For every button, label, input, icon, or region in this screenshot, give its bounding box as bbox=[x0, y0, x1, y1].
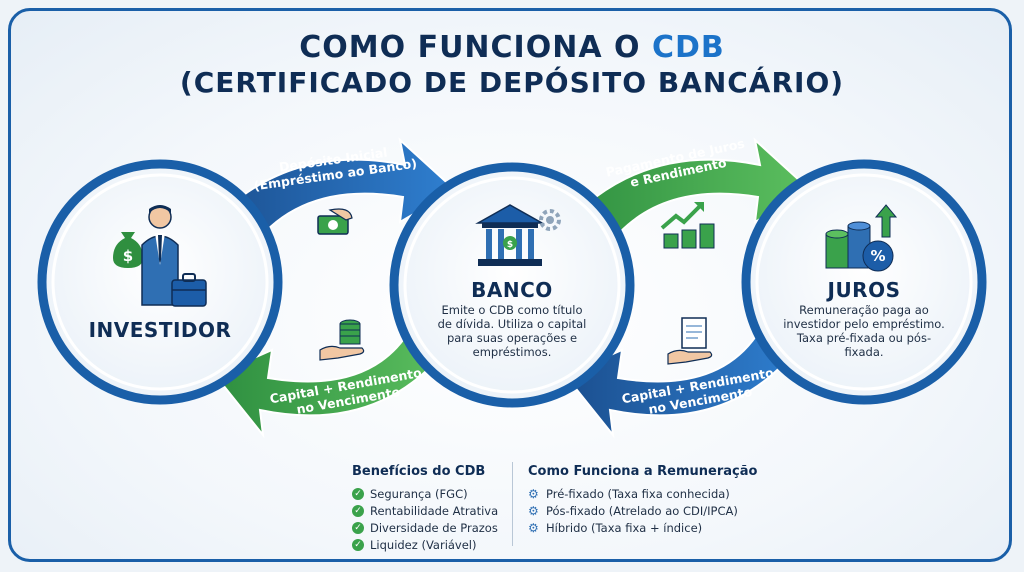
gear-icon: ⚙ bbox=[528, 503, 539, 518]
coin-stack-icon bbox=[319, 319, 365, 361]
check-icon: ✓ bbox=[352, 521, 364, 534]
svg-text:%: % bbox=[870, 247, 885, 265]
remuneracao-item: ⚙Pré-fixado (Taxa fixa conhecida) bbox=[528, 486, 730, 501]
juros-circle bbox=[741, 159, 987, 405]
gear-icon: ⚙ bbox=[528, 520, 539, 535]
arrow-deposito bbox=[203, 137, 457, 252]
remuneracao-item: ⚙Híbrido (Taxa fixa + índice) bbox=[528, 520, 703, 535]
banco-description: Emite o CDB como título de dívida. Utili… bbox=[437, 303, 587, 359]
title-accent: CDB bbox=[651, 30, 725, 65]
coin-stack-icon bbox=[825, 221, 871, 269]
percent-icon: % bbox=[862, 240, 894, 272]
growth-chart-icon bbox=[660, 202, 715, 249]
beneficio-item: ✓Diversidade de Prazos bbox=[352, 519, 498, 536]
gear-icon bbox=[539, 209, 561, 231]
money-bag-icon: $ bbox=[113, 232, 143, 268]
svg-text:$: $ bbox=[507, 240, 513, 250]
briefcase-icon bbox=[171, 273, 207, 307]
banco-circle bbox=[389, 162, 635, 408]
hand-money-icon bbox=[317, 208, 353, 235]
growth-arrow-icon bbox=[874, 204, 898, 238]
beneficio-item: ✓Rentabilidade Atrativa bbox=[352, 502, 498, 519]
check-icon: ✓ bbox=[352, 504, 364, 517]
beneficio-item: ✓Segurança (FGC) bbox=[352, 485, 498, 502]
svg-text:$: $ bbox=[123, 247, 133, 265]
juros-description: Remuneração paga ao investidor pelo empr… bbox=[783, 303, 945, 359]
banco-title: BANCO bbox=[471, 278, 553, 302]
investidor-title: INVESTIDOR bbox=[88, 318, 232, 342]
remuneracao-heading: Como Funciona a Remuneração bbox=[528, 464, 758, 479]
bank-building-icon: $ bbox=[475, 204, 545, 266]
section-divider bbox=[512, 462, 513, 546]
page-subtitle: (CERTIFICADO DE DEPÓSITO BANCÁRIO) bbox=[179, 66, 845, 99]
businessman-icon bbox=[141, 205, 179, 306]
gear-icon: ⚙ bbox=[528, 486, 539, 501]
beneficio-item: ✓Liquidez (Variável) bbox=[352, 536, 498, 553]
remuneracao-section: Como Funciona a Remuneração ⚙Pré-fixado … bbox=[528, 464, 757, 536]
beneficios-heading: Benefícios do CDB bbox=[352, 464, 486, 479]
beneficios-section: Benefícios do CDB ✓Segurança (FGC) ✓Rent… bbox=[352, 464, 498, 553]
arrow-pagamento bbox=[558, 137, 812, 252]
check-icon: ✓ bbox=[352, 487, 364, 500]
page-title: COMO FUNCIONA O CDB bbox=[299, 30, 725, 65]
check-icon: ✓ bbox=[352, 538, 364, 551]
juros-title: JUROS bbox=[827, 278, 901, 302]
document-icon bbox=[667, 317, 713, 365]
remuneracao-item: ⚙Pós-fixado (Atrelado ao CDI/IPCA) bbox=[528, 503, 738, 518]
